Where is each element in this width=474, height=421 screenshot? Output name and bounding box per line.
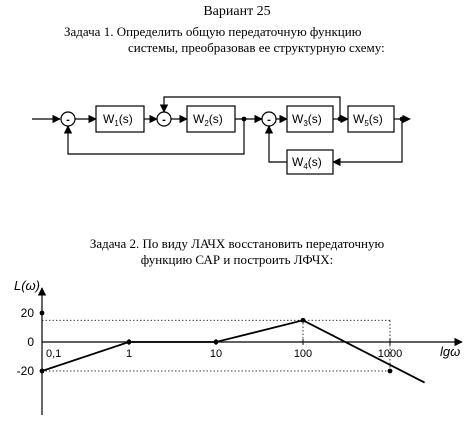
data-point	[39, 310, 45, 316]
block-w3	[286, 105, 334, 133]
data-point	[213, 339, 219, 345]
block-w5-label: W5(s)	[353, 112, 383, 128]
block-w1	[95, 105, 145, 133]
sum2-sign: -	[162, 114, 166, 126]
branch-point-out	[399, 116, 405, 122]
data-point	[126, 339, 132, 345]
block-w4-label: W4(s)	[292, 155, 322, 171]
lachx-curve	[41, 319, 426, 384]
link-w4-s3	[264, 125, 287, 163]
block-w3-label: W3(s)	[292, 112, 322, 128]
branch-point-w3	[337, 116, 343, 122]
x-tick-label: 10	[210, 348, 222, 360]
y-tick-label: 0	[27, 335, 34, 349]
x-tick-label: 1	[126, 348, 132, 360]
y-axis-label: L(ω)	[14, 278, 40, 293]
data-point	[39, 368, 45, 374]
block-w4	[286, 149, 334, 175]
task2-text-line2: функцию САР и построить ЛФЧХ:	[140, 252, 334, 267]
y-tick-label: -20	[17, 364, 35, 378]
task2-text-line1: Задача 2. По виду ЛАЧХ восстановить пере…	[89, 236, 385, 251]
block-diagram	[32, 96, 411, 175]
x-tick-label: 0,1	[46, 348, 61, 360]
sum1-sign: -	[66, 114, 70, 126]
data-point	[387, 368, 393, 374]
task1-text-line1: Задача 1. Определить общую передаточную …	[64, 24, 362, 39]
block-w2-label: W2(s)	[193, 112, 223, 128]
x-tick-label: 1000	[378, 348, 402, 360]
branch-point-w2	[241, 116, 247, 122]
lachx-chart: L(ω) lgω 20 0 -20 0,1 1 10 100 1000	[14, 278, 463, 415]
link-w2-s1	[63, 119, 245, 155]
variant-title: Вариант 25	[203, 4, 271, 19]
x-axis-label: lgω	[440, 344, 460, 359]
data-point	[300, 317, 306, 323]
link-out-w4	[332, 119, 403, 167]
sum3-sign: -	[267, 114, 271, 126]
x-tick-label: 100	[294, 348, 312, 360]
link-w3-s2	[159, 96, 341, 119]
y-tick-label: 20	[21, 306, 35, 320]
task1-text-line2: системы, преобразовав ее структурную схе…	[128, 40, 385, 55]
block-w1-label: W1(s)	[103, 112, 133, 128]
